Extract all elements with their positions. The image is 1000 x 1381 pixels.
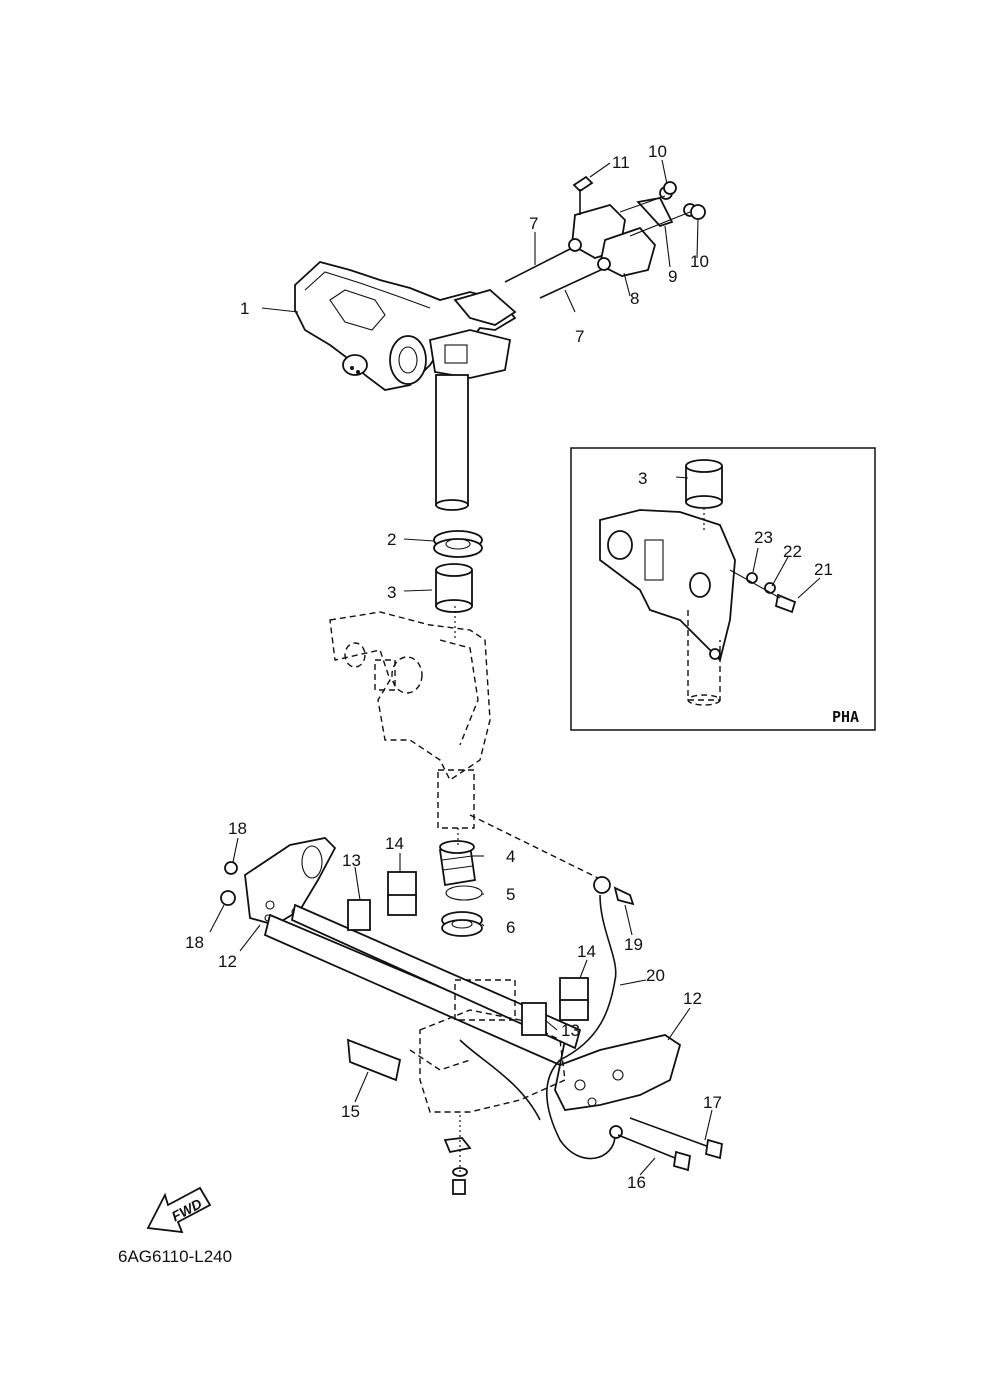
callout-21: 21 [814, 560, 833, 579]
callout-15: 15 [341, 1102, 360, 1121]
upper-bushings [433, 530, 483, 613]
plate-15 [346, 1038, 402, 1082]
callout-8: 8 [630, 289, 639, 308]
fwd-arrow-icon: FWD [146, 1186, 212, 1234]
inset-label: PHA [832, 708, 859, 726]
callout-9: 9 [668, 267, 677, 286]
clamp-brackets [244, 837, 682, 1111]
callout-3: 3 [387, 583, 396, 602]
inset-pha: PHA [570, 447, 876, 731]
callout-10-lower: 10 [690, 252, 709, 271]
callout-14-right: 14 [577, 942, 596, 961]
callout-18-lower: 18 [185, 933, 204, 952]
callout-2: 2 [387, 530, 396, 549]
long-bolts [617, 1117, 724, 1172]
callout-12-right: 12 [683, 989, 702, 1008]
callout-22: 22 [783, 542, 802, 561]
stud-bolts [504, 247, 606, 299]
callout-6: 6 [506, 918, 515, 937]
callout-7-lower: 7 [575, 327, 584, 346]
swivel-bracket-phantom [329, 606, 491, 829]
callout-14-left: 14 [385, 834, 404, 853]
callout-16: 16 [627, 1173, 646, 1192]
lower-bushings [438, 828, 483, 937]
callout-19: 19 [624, 935, 643, 954]
callout-13-right: 13 [561, 1021, 580, 1040]
callout-10-upper: 10 [648, 142, 667, 161]
lower-mount-phantom [409, 979, 566, 1113]
callout-5: 5 [506, 885, 515, 904]
callout-3-inset: 3 [638, 469, 647, 488]
callout-11: 11 [612, 153, 630, 172]
callout-12-left: 12 [218, 952, 237, 971]
callout-20: 20 [646, 966, 665, 985]
callout-1: 1 [240, 299, 249, 318]
ground-lead [459, 814, 635, 1160]
nuts-18 [220, 861, 238, 906]
diagram-code: 6AG6110-L240 [118, 1247, 232, 1266]
callout-13-left: 13 [342, 851, 361, 870]
steering-bracket [294, 261, 517, 511]
bottom-fasteners [443, 1115, 472, 1195]
callout-4: 4 [506, 847, 515, 866]
damper-blocks [347, 871, 589, 1036]
callout-17: 17 [703, 1093, 722, 1112]
callout-labels: 1 2 3 3 4 5 6 7 7 8 9 10 10 11 12 12 13 … [185, 142, 833, 1192]
clamp-blocks [568, 175, 706, 277]
callout-18-upper: 18 [228, 819, 247, 838]
leader-lines [209, 159, 821, 1176]
callout-7-upper: 7 [529, 214, 538, 233]
callout-23: 23 [754, 528, 773, 547]
